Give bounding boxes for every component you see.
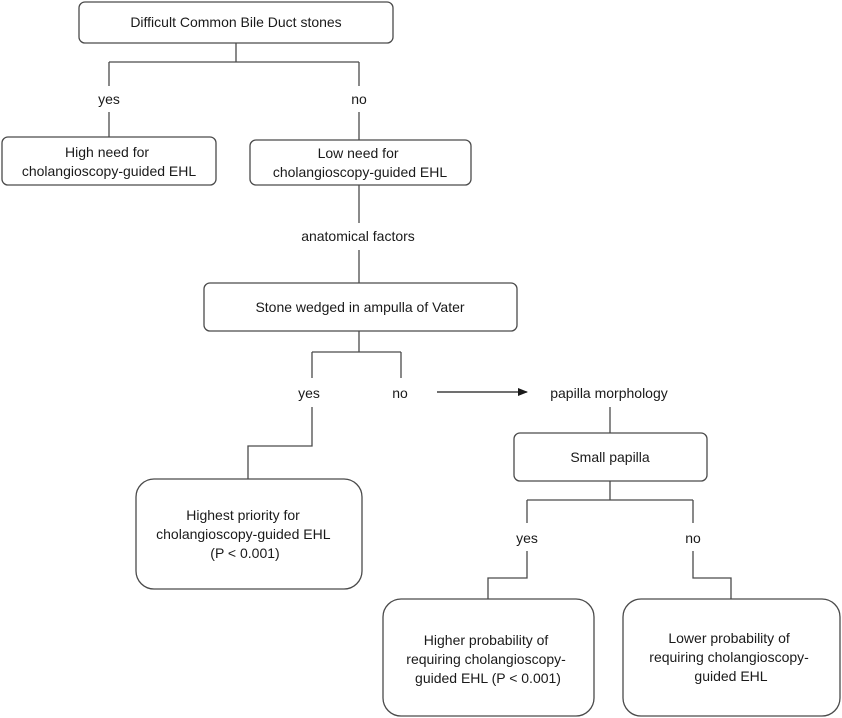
anatomical-factors-label: anatomical factors xyxy=(301,228,415,244)
papilla-yes-label-bg xyxy=(510,523,544,551)
highest-priority-line-1: Highest priority for xyxy=(186,507,300,523)
papilla-morphology-label: papilla morphology xyxy=(550,385,668,401)
connector-yes-highest-priority xyxy=(247,407,313,479)
root-box-line: Difficult Common Bile Duct stones xyxy=(130,14,341,30)
stone-wedged-box-text: Stone wedged in ampulla of Vater xyxy=(255,299,464,315)
stone-yes-label: yes xyxy=(298,385,320,401)
root-no-label-bg xyxy=(344,86,374,112)
stone-wedged-box xyxy=(203,282,518,332)
stone-no-label-bg xyxy=(386,378,416,407)
connector-small-papilla-branch xyxy=(526,481,694,523)
low-need-line-1: Low need for xyxy=(318,145,399,161)
small-papilla-line: Small papilla xyxy=(570,449,650,465)
connector-stone-branch xyxy=(311,331,402,378)
stone-yes-label-bg xyxy=(294,378,330,407)
lower-probability-line-1: Lower probability of xyxy=(668,630,790,646)
branch-labels: yes no anatomical factors yes no papilla… xyxy=(92,86,708,551)
high-need-line-2: cholangioscopy-guided EHL xyxy=(22,163,197,179)
small-papilla-box xyxy=(513,432,708,482)
small-papilla-box-text: Small papilla xyxy=(570,449,650,465)
higher-probability-line-1: Higher probability of xyxy=(424,632,549,648)
high-need-box xyxy=(1,136,217,186)
anatomical-factors-label-bg xyxy=(290,223,428,250)
higher-probability-line-2: requiring cholangioscopy- xyxy=(406,651,566,667)
papilla-no-label-bg xyxy=(678,523,708,551)
root-box-text: Difficult Common Bile Duct stones xyxy=(130,14,341,30)
lower-probability-line-2: requiring cholangioscopy- xyxy=(649,649,809,665)
stone-wedged-line: Stone wedged in ampulla of Vater xyxy=(255,299,464,315)
highest-priority-box xyxy=(135,478,363,590)
highest-priority-box-text: Highest priority for cholangioscopy-guid… xyxy=(156,507,334,561)
connectors xyxy=(108,43,732,599)
higher-probability-box-text: Higher probability of requiring cholangi… xyxy=(406,632,569,686)
low-need-box-text: Low need for cholangioscopy-guided EHL xyxy=(273,145,448,180)
high-need-box-text: High need for cholangioscopy-guided EHL xyxy=(22,144,197,179)
low-need-line-2: cholangioscopy-guided EHL xyxy=(273,164,448,180)
root-yes-label: yes xyxy=(98,91,120,107)
higher-probability-line-3: guided EHL (P < 0.001) xyxy=(415,670,561,686)
connector-no-lower-probability xyxy=(692,551,732,599)
low-need-box xyxy=(249,139,472,186)
high-need-line-1: High need for xyxy=(65,144,149,160)
lower-probability-box xyxy=(622,598,841,717)
connector-yes-higher-probability xyxy=(487,551,528,599)
root-box xyxy=(78,1,394,44)
box-texts: Difficult Common Bile Duct stones High n… xyxy=(22,14,812,686)
papilla-yes-label: yes xyxy=(516,530,538,546)
highest-priority-line-3: (P < 0.001) xyxy=(210,545,279,561)
root-yes-label-bg xyxy=(92,86,126,112)
highest-priority-line-2: cholangioscopy-guided EHL xyxy=(156,526,331,542)
higher-probability-box xyxy=(382,598,595,717)
lower-probability-line-3: guided EHL xyxy=(694,668,767,684)
connector-root-branch xyxy=(108,43,360,86)
papilla-no-label: no xyxy=(685,530,701,546)
stone-no-label: no xyxy=(392,385,408,401)
lower-probability-box-text: Lower probability of requiring cholangio… xyxy=(649,630,812,684)
root-no-label: no xyxy=(351,91,367,107)
